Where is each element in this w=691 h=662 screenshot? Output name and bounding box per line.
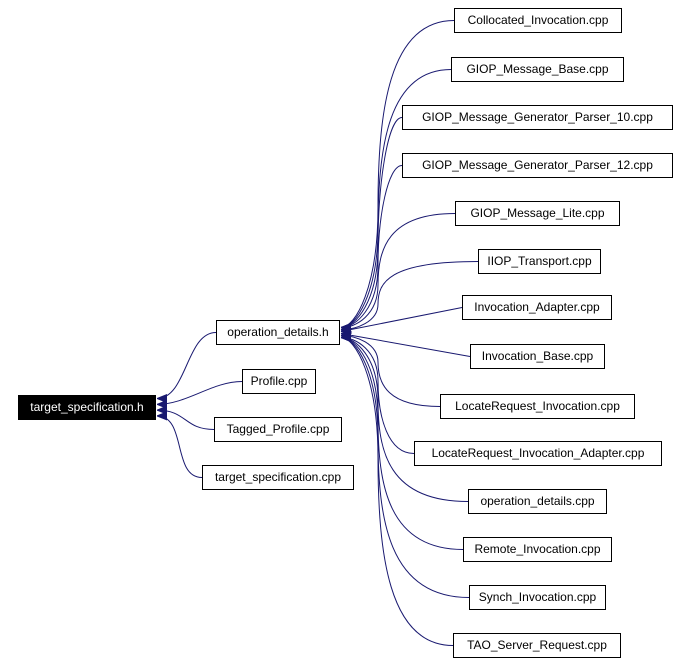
edge-to-operation-details-h-4	[341, 213, 456, 328]
node-root-label: target_specification.h	[30, 400, 144, 414]
node-label: target_specification.cpp	[214, 470, 342, 484]
edge-to-root-0	[157, 332, 217, 399]
node-label: TAO_Server_Request.cpp	[467, 638, 607, 652]
node-tagged-profile-cpp[interactable]: Tagged_Profile.cpp	[214, 417, 342, 442]
node-label: LocateRequest_Invocation_Adapter.cpp	[431, 446, 645, 460]
node-root-target-specification-h: target_specification.h	[18, 395, 156, 420]
node-label: Remote_Invocation.cpp	[474, 542, 601, 556]
edge-to-operation-details-h-6	[341, 307, 463, 332]
node-label: IIOP_Transport.cpp	[487, 254, 592, 268]
node-label: Synch_Invocation.cpp	[478, 590, 597, 604]
node-label: Tagged_Profile.cpp	[226, 422, 330, 436]
node-label: operation_details.cpp	[480, 494, 595, 508]
edge-to-operation-details-h-9	[341, 337, 415, 454]
node-giop-message-generator-parser-10-cpp[interactable]: GIOP_Message_Generator_Parser_10.cpp	[402, 105, 673, 130]
node-label: operation_details.h	[227, 325, 329, 339]
node-giop-message-generator-parser-12-cpp[interactable]: GIOP_Message_Generator_Parser_12.cpp	[402, 153, 673, 178]
node-tao-server-request-cpp[interactable]: TAO_Server_Request.cpp	[453, 633, 621, 658]
node-invocation-base-cpp[interactable]: Invocation_Base.cpp	[470, 344, 605, 369]
edge-to-operation-details-h-13	[340, 338, 454, 646]
node-label: Invocation_Adapter.cpp	[474, 300, 600, 314]
node-operation-details-cpp[interactable]: operation_details.cpp	[468, 489, 607, 514]
edge-to-operation-details-h-7	[341, 333, 471, 357]
edge-to-operation-details-h-8	[341, 335, 441, 407]
edge-to-root-1	[157, 381, 243, 405]
node-invocation-adapter-cpp[interactable]: Invocation_Adapter.cpp	[462, 295, 612, 320]
edge-to-operation-details-h-10	[340, 338, 469, 502]
node-profile-cpp[interactable]: Profile.cpp	[242, 369, 316, 394]
node-synch-invocation-cpp[interactable]: Synch_Invocation.cpp	[469, 585, 606, 610]
node-giop-message-base-cpp[interactable]: GIOP_Message_Base.cpp	[451, 57, 624, 82]
node-label: GIOP_Message_Generator_Parser_10.cpp	[422, 110, 653, 124]
edge-to-root-2	[157, 410, 215, 430]
edge-to-operation-details-h-3	[340, 165, 403, 328]
node-label: LocateRequest_Invocation.cpp	[455, 399, 620, 413]
edge-to-operation-details-h-0	[340, 20, 455, 328]
node-collocated-invocation-cpp[interactable]: Collocated_Invocation.cpp	[454, 8, 622, 33]
edge-to-operation-details-h-2	[340, 117, 403, 328]
node-label: Profile.cpp	[250, 374, 308, 388]
edge-to-root-3	[157, 416, 203, 478]
node-remote-invocation-cpp[interactable]: Remote_Invocation.cpp	[463, 537, 612, 562]
node-label: Invocation_Base.cpp	[481, 349, 594, 363]
node-label: GIOP_Message_Lite.cpp	[470, 206, 605, 220]
edge-to-operation-details-h-5	[341, 261, 479, 330]
node-iiop-transport-cpp[interactable]: IIOP_Transport.cpp	[478, 249, 601, 274]
node-target-specification-cpp[interactable]: target_specification.cpp	[202, 465, 354, 490]
node-giop-message-lite-cpp[interactable]: GIOP_Message_Lite.cpp	[455, 201, 620, 226]
node-label: GIOP_Message_Base.cpp	[466, 62, 609, 76]
node-locaterequest-invocation-adapter-cpp[interactable]: LocateRequest_Invocation_Adapter.cpp	[414, 441, 662, 466]
node-operation-details-h[interactable]: operation_details.h	[216, 320, 340, 345]
node-label: GIOP_Message_Generator_Parser_12.cpp	[422, 158, 653, 172]
node-label: Collocated_Invocation.cpp	[467, 13, 609, 27]
node-locaterequest-invocation-cpp[interactable]: LocateRequest_Invocation.cpp	[440, 394, 635, 419]
edge-to-operation-details-h-12	[340, 338, 470, 598]
